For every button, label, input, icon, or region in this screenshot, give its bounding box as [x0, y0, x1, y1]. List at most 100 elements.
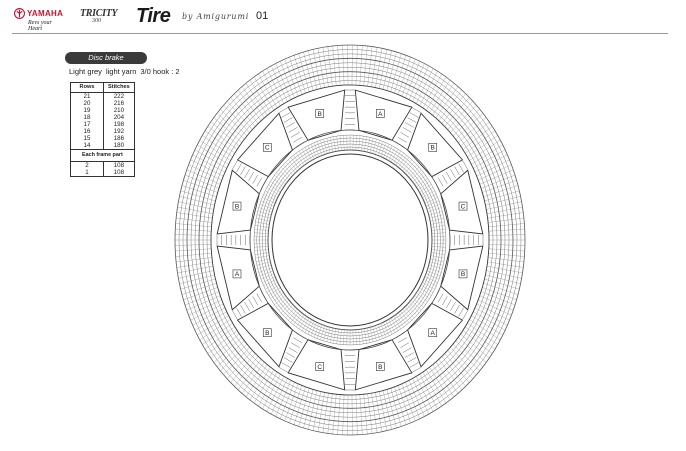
stitch-mark [412, 172, 424, 183]
window-label-box [375, 362, 385, 371]
stitch-mark [455, 340, 484, 367]
stitch-mark [339, 135, 342, 151]
stitch-mark [471, 144, 503, 165]
stitch-mark [256, 261, 271, 266]
stitch-mark [358, 135, 361, 151]
stitch-mark [438, 89, 462, 121]
stitch-mark [245, 83, 268, 116]
stitch-mark [304, 319, 312, 333]
stitch-mark [254, 228, 269, 231]
spoke-stitch [409, 112, 419, 118]
stitch-mark [181, 283, 217, 295]
stitch-mark [476, 303, 510, 321]
stitch-mark [275, 380, 292, 417]
stitch-mark [450, 347, 477, 376]
stitch-mark [486, 201, 522, 210]
stitch-mark [213, 337, 242, 363]
stitch-mark [175, 248, 212, 252]
stitch-mark [372, 326, 377, 341]
stitch-mark [364, 328, 367, 344]
stitch-mark [486, 266, 523, 274]
stitch-mark [429, 367, 451, 401]
stitch-mark [426, 76, 447, 111]
stitch-mark [398, 57, 411, 95]
stitch-mark [488, 223, 525, 228]
stitch-mark [266, 284, 280, 293]
spoke-stitch [462, 160, 468, 170]
stitch-mark [266, 68, 285, 104]
stitch-mark [202, 323, 233, 345]
stitch-mark [175, 244, 212, 246]
stitch-mark [465, 326, 496, 350]
stitch-mark [408, 380, 425, 417]
stitch-mark [435, 86, 459, 119]
stitch-mark [210, 333, 240, 359]
stitch-mark [366, 328, 371, 343]
spoke-stitch [437, 293, 444, 303]
spoke-stitch [442, 296, 448, 306]
spoke-stitch [248, 171, 254, 181]
stitch-mark [288, 159, 298, 172]
stitch-mark [369, 327, 374, 342]
stitch-mark [351, 45, 353, 86]
stitch-mark [400, 157, 410, 170]
stitch-mark [479, 295, 514, 311]
stitch-mark [178, 201, 214, 210]
spoke-stitch [400, 342, 410, 348]
table-header-rows: Rows [70, 82, 104, 93]
stitch-mark [322, 393, 329, 433]
stitch-mark [296, 314, 305, 328]
stitch-mark [432, 83, 455, 116]
stitch-mark [249, 367, 271, 401]
frame-inner-edge [249, 129, 451, 351]
stitch-mark [447, 350, 473, 379]
stitch-mark [190, 159, 224, 177]
stitch-mark [430, 258, 444, 262]
spoke-stitch [244, 301, 250, 311]
stitch-mark [317, 324, 323, 339]
stitch-mark [310, 144, 317, 158]
stitch-mark [178, 270, 214, 279]
spoke-stitch [236, 307, 242, 317]
stitch-mark [284, 59, 299, 97]
stitch-mark [216, 113, 245, 140]
spoke-stitch [404, 352, 414, 358]
stitch-mark [423, 193, 437, 201]
spoke-stitch [400, 132, 410, 138]
stitch-mark [199, 319, 231, 341]
stitch-mark [188, 299, 222, 316]
stitch-mark [258, 371, 278, 407]
stitch-mark [390, 388, 402, 427]
stitch-mark [177, 266, 214, 274]
stitch-mark [441, 93, 466, 124]
spoke-stitch [256, 293, 263, 303]
stitch-mark [488, 252, 525, 257]
stitch-mark [394, 386, 407, 425]
stitch-mark [447, 101, 473, 130]
stitch-mark [192, 154, 226, 173]
stitch-mark [438, 359, 462, 391]
stitch-mark [308, 390, 318, 430]
spoke-stitch [232, 160, 238, 170]
window-label-box [428, 328, 438, 337]
stitch-mark [394, 55, 407, 94]
stitch-mark [488, 217, 524, 223]
stitch-mark [220, 109, 248, 137]
stitch-mark [366, 137, 371, 152]
stitch-mark [197, 144, 229, 165]
stitch-mark [377, 141, 383, 156]
spoke-stitch [442, 174, 448, 184]
stitch-mark [179, 196, 215, 206]
stitch-mark [431, 246, 446, 248]
stitch-mark [347, 45, 349, 86]
stitch-mark [355, 329, 357, 345]
stitch-mark [194, 311, 227, 331]
window-label: B [378, 364, 382, 371]
stitch-mark [280, 382, 295, 419]
stitch-mark [253, 369, 274, 404]
stitch-mark [327, 46, 333, 87]
stitch-mark [405, 382, 420, 419]
